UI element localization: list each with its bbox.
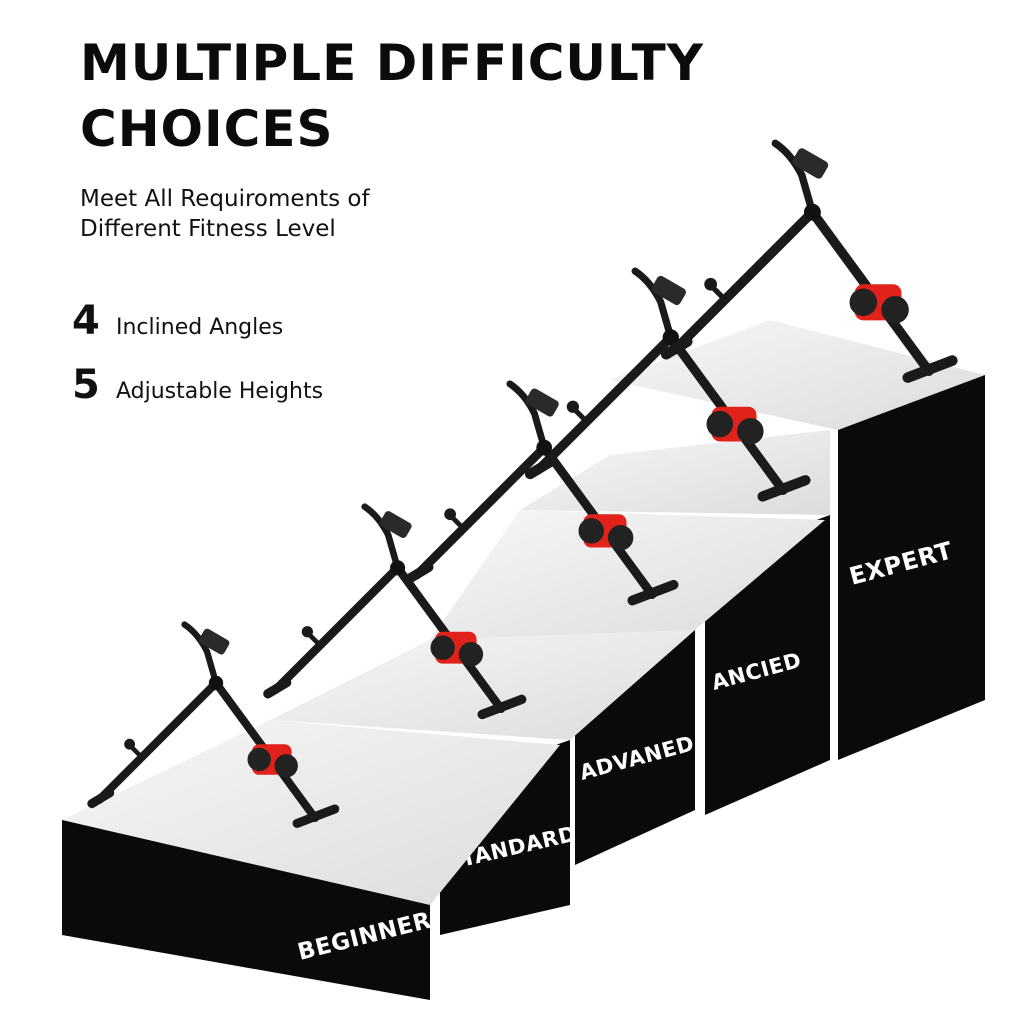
step-top-surface: [430, 510, 825, 640]
spec-adjustable-heights: 5 Adjustable Heights: [72, 362, 323, 408]
title-line-2: CHOICES: [80, 100, 334, 158]
spec-inclined-angles: 4 Inclined Angles: [72, 298, 283, 344]
step-front-face: [62, 820, 430, 1000]
subtitle-line-2: Different Fitness Level: [80, 216, 336, 242]
title-line-1: MULTIPLE DIFFICULTY: [80, 34, 704, 92]
spec-label: Adjustable Heights: [116, 379, 324, 404]
spec-number: 4: [72, 298, 100, 344]
subtitle: Meet All Requiroments of Different Fitne…: [80, 184, 370, 244]
spec-label: Inclined Angles: [116, 315, 284, 340]
step-top-surface: [610, 320, 985, 430]
spec-number: 5: [72, 362, 100, 408]
page-title: MULTIPLE DIFFICULTY CHOICES: [80, 30, 704, 162]
step-front-face: [838, 375, 985, 760]
subtitle-line-1: Meet All Requiroments of: [80, 186, 370, 212]
